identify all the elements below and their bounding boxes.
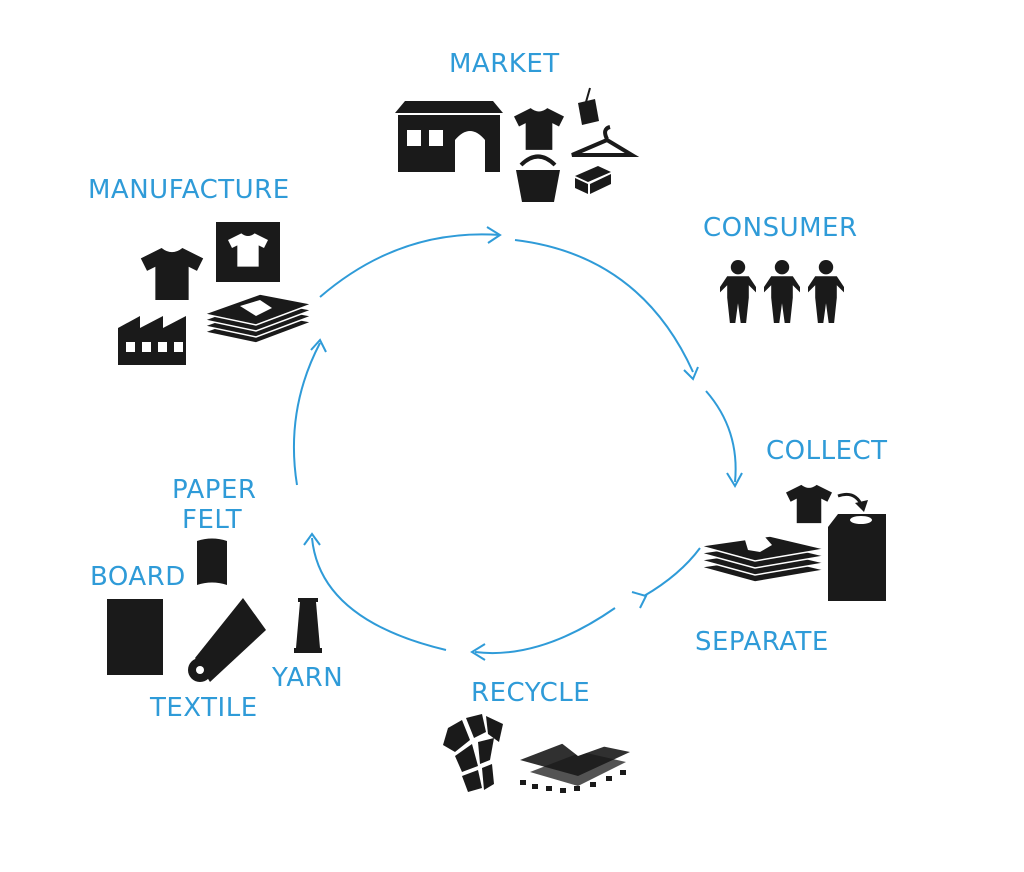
- arrow-market-to-consumer: [514, 239, 694, 373]
- stage-label-consumer: CONSUMER: [703, 213, 858, 243]
- arrow-separate-to-recycle: [643, 547, 701, 597]
- cycle-arrows: [292, 233, 737, 655]
- fabric-stack-icon: [201, 293, 315, 344]
- cycle-arrowheads: [303, 226, 743, 661]
- person-icon: [764, 260, 800, 323]
- shopping-bag-icon: [516, 154, 560, 202]
- folded-clothes-stack-icon: [699, 535, 826, 583]
- arrow-into-manufacture: [292, 342, 321, 486]
- board-icon: [107, 599, 163, 675]
- collection-bin-icon: [828, 514, 886, 601]
- tshirt-icon: [514, 108, 564, 150]
- products-icons: [107, 538, 322, 682]
- tshirt-icon: [140, 248, 204, 300]
- curved-arrow-icon: [837, 492, 868, 512]
- consumer-icons: [720, 260, 844, 323]
- product-label-yarn: YARN: [272, 663, 344, 693]
- yarn-spool-icon: [294, 598, 322, 653]
- collect-icons: [786, 484, 886, 601]
- product-label-felt: FELT: [182, 505, 243, 535]
- person-icon: [720, 260, 756, 323]
- arrow-products-to-manufacture: [311, 537, 447, 651]
- shoe-box-icon: [575, 166, 611, 194]
- factory-icon: [118, 316, 186, 365]
- price-tag-icon: [578, 87, 599, 125]
- shredded-tshirt-icon: [443, 714, 503, 792]
- product-label-paper: PAPER: [172, 475, 257, 505]
- person-icon: [808, 260, 844, 323]
- market-icons: [395, 87, 640, 202]
- stage-label-separate: SEPARATE: [695, 627, 829, 657]
- arrow-manufacture-to-market: [319, 233, 501, 298]
- framed-tshirt-icon: [216, 222, 280, 282]
- stage-label-market: MARKET: [449, 49, 560, 79]
- tshirt-icon: [786, 484, 832, 524]
- stage-label-manufacture: MANUFACTURE: [88, 175, 290, 205]
- manufacture-icons: [118, 222, 315, 365]
- product-label-board: BOARD: [90, 562, 186, 592]
- fabric-roll-icon: [188, 598, 266, 682]
- arrow-consumer-to-collect: [705, 390, 737, 483]
- fiber-pile-icon: [520, 736, 630, 793]
- recycle-icons: [443, 714, 630, 793]
- shop-icon: [395, 101, 503, 172]
- product-label-textile: TEXTILE: [150, 693, 258, 723]
- felt-sheet-icon: [197, 538, 227, 585]
- arrow-recycle-to-products: [474, 607, 616, 655]
- stage-label-collect: COLLECT: [766, 436, 888, 466]
- hanger-icon: [571, 125, 640, 157]
- stage-label-recycle: RECYCLE: [471, 678, 591, 708]
